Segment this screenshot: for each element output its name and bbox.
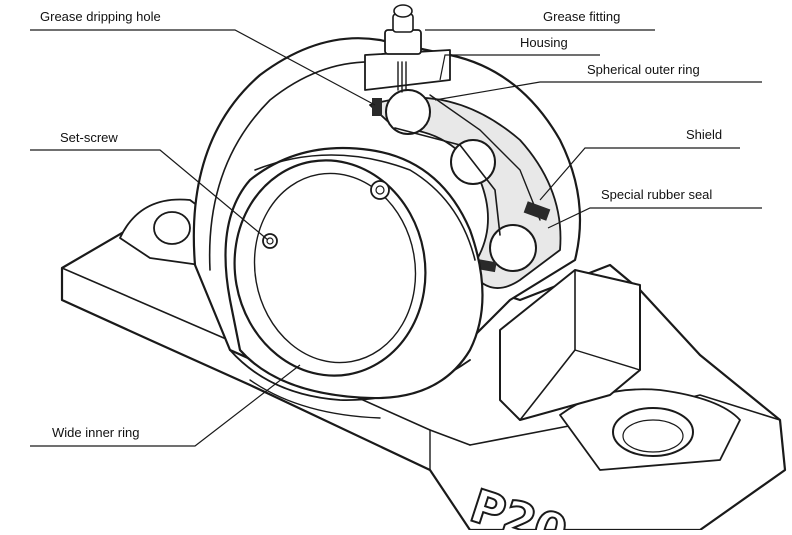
leader-shield <box>539 147 740 201</box>
grease-fitting <box>364 4 451 93</box>
leader-set-screw <box>30 149 269 241</box>
label-wide-inner-ring: Wide inner ring <box>52 425 140 440</box>
label-shield: Shield <box>686 127 723 142</box>
label-set-screw: Set-screw <box>60 130 118 145</box>
leader-spherical-outer-ring <box>434 81 762 101</box>
wide-inner-ring <box>224 146 484 400</box>
leader-grease-dripping-hole <box>30 29 376 106</box>
leader-wide-inner-ring <box>30 364 301 447</box>
spherical-outer-ring-section <box>369 89 562 289</box>
label-spherical-outer-ring: Spherical outer ring <box>587 62 700 77</box>
leader-housing <box>439 54 600 81</box>
label-housing: Housing <box>520 35 568 50</box>
leader-special-rubber-seal <box>547 207 762 229</box>
label-grease-dripping-hole: Grease dripping hole <box>40 9 161 24</box>
label-special-rubber-seal: Special rubber seal <box>601 187 713 202</box>
label-grease-fitting: Grease fitting <box>543 9 621 24</box>
housing-marking: P20 <box>464 478 574 530</box>
leader-lines <box>30 29 762 447</box>
